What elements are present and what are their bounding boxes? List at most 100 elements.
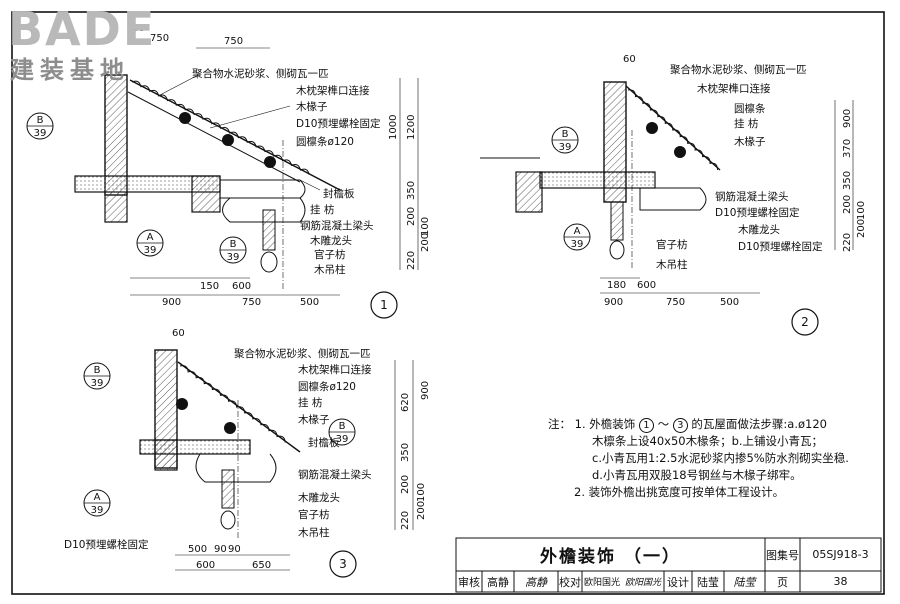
d1-dim-900: 900 (162, 297, 181, 308)
note-1-tilde: ～ (657, 417, 670, 431)
checker-signature: 欧阳国光 (624, 578, 661, 588)
d2-dim-500: 500 (720, 297, 739, 308)
d1-callout-dragon: 木雕龙头 (310, 234, 352, 247)
d2-dim-750: 750 (666, 297, 685, 308)
detail-1 (26, 47, 419, 319)
note-1-ref-1: 1 (638, 418, 654, 433)
d1-dim-200: 200 (406, 207, 417, 226)
title-block-grid (455, 537, 882, 593)
sheet-frame (11, 11, 885, 595)
d2-callout-guafang: 挂 枋 (734, 117, 759, 130)
designer-signature: 陆莹 (733, 575, 756, 589)
note-2: 2. 装饰外檐出挑宽度可按单体工程设计。 (574, 485, 785, 499)
d3-callout-rafter: 木椽子 (298, 413, 330, 426)
d3-callout-purlin: 圆檩条ø120 (298, 380, 356, 393)
d2-callout-tenon: 木枕架榫口连接 (697, 82, 771, 95)
detail-number-1: 1 (380, 298, 388, 312)
d1-callout-guafang: 挂 枋 (310, 203, 335, 216)
note-1-line-3: c.小青瓦用1:2.5水泥砂浆内掺5%防水剂砌实坐稳. (592, 451, 849, 465)
checker-name: 欧阳国光 (583, 578, 620, 588)
d1-callout-bolt: D10预埋螺栓固定 (296, 117, 381, 130)
d2-dim-200-b: 200 (856, 219, 867, 238)
d2-ref-b-letter: B (562, 129, 569, 140)
note-1-line-4: d.小青瓦用双股18号钢丝与木椽子绑牢。 (592, 468, 802, 482)
d3-dim-900: 900 (420, 381, 431, 400)
detail-3-pendant (221, 469, 235, 509)
drawing-title: 外檐装饰 （一） (540, 547, 681, 567)
note-1-ref-3: 3 (672, 418, 688, 433)
d3-ref-b2-letter: B (339, 421, 346, 432)
d2-callout-mortar: 聚合物水泥砂浆、侧砌瓦一匹 (670, 63, 807, 76)
detail-2-pendant (610, 201, 624, 241)
d1-ref-b2-letter: B (230, 239, 237, 250)
d2-dim-180: 180 (607, 280, 626, 291)
d3-ref-b2-sheet: 39 (336, 434, 349, 445)
check-label: 校对 (559, 575, 581, 589)
d1-dim-150: 150 (200, 281, 219, 292)
d1-callout-fascia: 封檐板 (323, 187, 355, 200)
detail-2-purlin (646, 122, 658, 134)
detail-1-pendant (262, 209, 276, 251)
d3-callout-guafang: 挂 枋 (298, 396, 323, 409)
d2-callout-purlin: 圆檩条 (734, 102, 766, 115)
d3-callout-mortar: 聚合物水泥砂浆、侧砌瓦一匹 (234, 347, 371, 360)
d3-dim-350: 350 (400, 443, 411, 462)
detail-2 (480, 81, 854, 336)
d1-callout-purlin: 圆檩条ø120 (296, 135, 354, 148)
d2-dim-900v: 900 (842, 109, 853, 128)
d2-dim-220: 220 (842, 233, 853, 252)
d2-ref-a-sheet: 39 (571, 239, 584, 250)
logo-wordmark: BADE (8, 2, 157, 56)
d3-ref-a-sheet: 39 (91, 505, 104, 516)
d2-callout-rafter: 木椽子 (734, 135, 766, 148)
d3-dim-90b: 90 (228, 544, 241, 555)
d1-dim-1200: 1200 (406, 115, 417, 140)
d3-dim-600: 600 (196, 560, 215, 571)
d2-dim-60: 60 (623, 54, 636, 65)
d1-callout-rafter: 木椽子 (296, 100, 328, 113)
d2-callout-bolt: D10预埋螺栓固定 (715, 206, 800, 219)
d1-ref-b-letter: B (37, 115, 44, 126)
note-1-prefix: 1. 外檐装饰 (574, 417, 636, 431)
page-number: 38 (833, 575, 848, 588)
reviewer-name: 高静 (487, 575, 509, 589)
d2-callout-bolt-2: D10预埋螺栓固定 (738, 240, 823, 253)
d1-dim-100: 100 (420, 217, 431, 236)
d1-dim-600: 600 (232, 281, 251, 292)
d3-callout-dragon: 木雕龙头 (298, 491, 340, 504)
d1-dim-1000: 1000 (388, 115, 399, 140)
d2-ref-b-sheet: 39 (559, 142, 572, 153)
d1-ref-a-letter: A (147, 232, 154, 243)
notes-label: 注： (548, 417, 571, 431)
d1-dim-350: 350 (406, 181, 417, 200)
d3-callout-tenon: 木枕架榫口连接 (298, 363, 372, 376)
d3-ref-b-sheet: 39 (91, 378, 104, 389)
detail-1-tiles (131, 80, 310, 175)
detail-2-slab (539, 171, 656, 189)
d1-callout-rcbeam: 钢筋混凝土梁头 (300, 219, 374, 232)
d2-callout-pendant: 木吊柱 (656, 258, 688, 271)
d3-callout-bolt: D10预埋螺栓固定 (64, 538, 149, 551)
d1-dim-750-top: 750 (150, 33, 169, 44)
d3-dim-620: 620 (400, 393, 411, 412)
d1-callout-guanzi: 官子枋 (314, 248, 346, 261)
d1-dim-500: 500 (300, 297, 319, 308)
d3-dim-650: 650 (252, 560, 271, 571)
detail-3-purlin (176, 398, 188, 410)
page-label: 页 (777, 575, 788, 589)
d3-dim-60: 60 (172, 328, 185, 339)
designer-name: 陆莹 (697, 575, 719, 589)
d1-callout-mortar: 聚合物水泥砂浆、侧砌瓦一匹 (192, 67, 329, 80)
d1-dim-750: 750 (224, 36, 243, 47)
d3-callout-rcbeam: 钢筋混凝土梁头 (298, 468, 372, 481)
d1-ref-a-sheet: 39 (144, 245, 157, 256)
atlas-label: 图集号 (766, 548, 799, 562)
detail-number-2: 2 (801, 315, 809, 329)
d1-dim-220: 220 (406, 251, 417, 270)
design-label: 设计 (667, 575, 689, 589)
notes-block: 注： 1. 外檐装饰 1 ～ 3 的瓦屋面做法步骤:a.ø120 木檩条上设40… (548, 416, 878, 501)
d2-dim-370: 370 (842, 139, 853, 158)
review-label: 审核 (458, 575, 480, 589)
d2-dim-100: 100 (856, 201, 867, 220)
d2-dim-350: 350 (842, 171, 853, 190)
